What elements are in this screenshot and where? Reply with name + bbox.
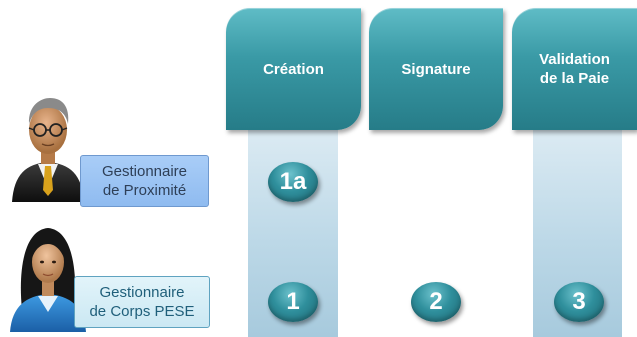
role-gestionnaire-corps-pese: Gestionnaire de Corps PESE — [74, 276, 210, 328]
step-1: 1 — [268, 282, 318, 322]
stage-creation: Création — [226, 8, 361, 130]
stage-signature-label: Signature — [401, 60, 471, 78]
step-3-label: 3 — [572, 288, 586, 315]
step-3: 3 — [554, 282, 604, 322]
step-1-label: 1 — [286, 288, 300, 315]
step-1a: 1a — [268, 162, 318, 202]
role-gestionnaire-proximite: Gestionnaire de Proximité — [80, 155, 209, 207]
employee-avatar-icon — [10, 228, 86, 332]
role-gestionnaire-proximite-label: Gestionnaire de Proximité — [101, 163, 188, 199]
step-1a-label: 1a — [279, 168, 307, 195]
stage-validation-label: Validation de la Paie — [539, 51, 610, 87]
step-2-label: 2 — [429, 288, 443, 315]
stage-signature: Signature — [369, 8, 503, 130]
role-gestionnaire-corps-pese-label: Gestionnaire de Corps PESE — [89, 284, 195, 320]
step-2: 2 — [411, 282, 461, 322]
stage-creation-label: Création — [263, 60, 324, 78]
stage-validation: Validation de la Paie — [512, 8, 637, 130]
manager-avatar-icon — [12, 98, 84, 202]
